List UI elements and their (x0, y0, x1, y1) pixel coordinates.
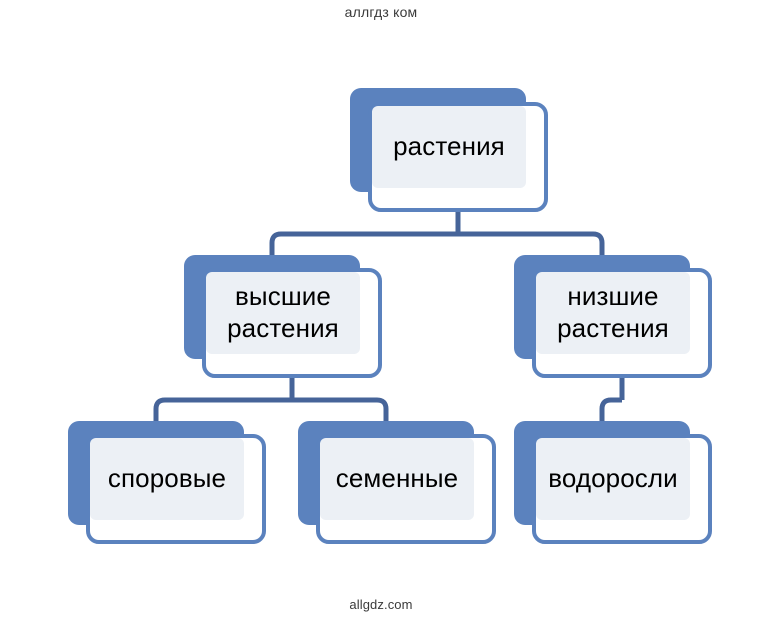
node-inner-fill (206, 272, 360, 354)
watermark-top: аллгдз ком (344, 4, 418, 20)
watermark-bottom: allgdz.com (349, 597, 413, 612)
node-inner-fill (372, 106, 526, 188)
node-inner-fill (536, 272, 690, 354)
node-label: растения (393, 131, 505, 162)
node-inner-fill (320, 438, 474, 520)
connector-edge-plants-lower (458, 231, 605, 255)
node-inner-fill (536, 438, 690, 520)
node-label: водоросли (548, 463, 678, 494)
node-label: низшие растения (557, 281, 669, 343)
node-inner-fill (90, 438, 244, 520)
connector-edge-lower-algae (599, 397, 622, 421)
connector-edge-plants-higher (269, 231, 458, 255)
node-label: споровые (107, 463, 227, 494)
node-label: высшие растения (227, 281, 339, 343)
node-label: семенные (335, 463, 459, 494)
connector-edge-higher-seed (292, 397, 389, 421)
connector-edge-higher-spore (153, 397, 292, 421)
